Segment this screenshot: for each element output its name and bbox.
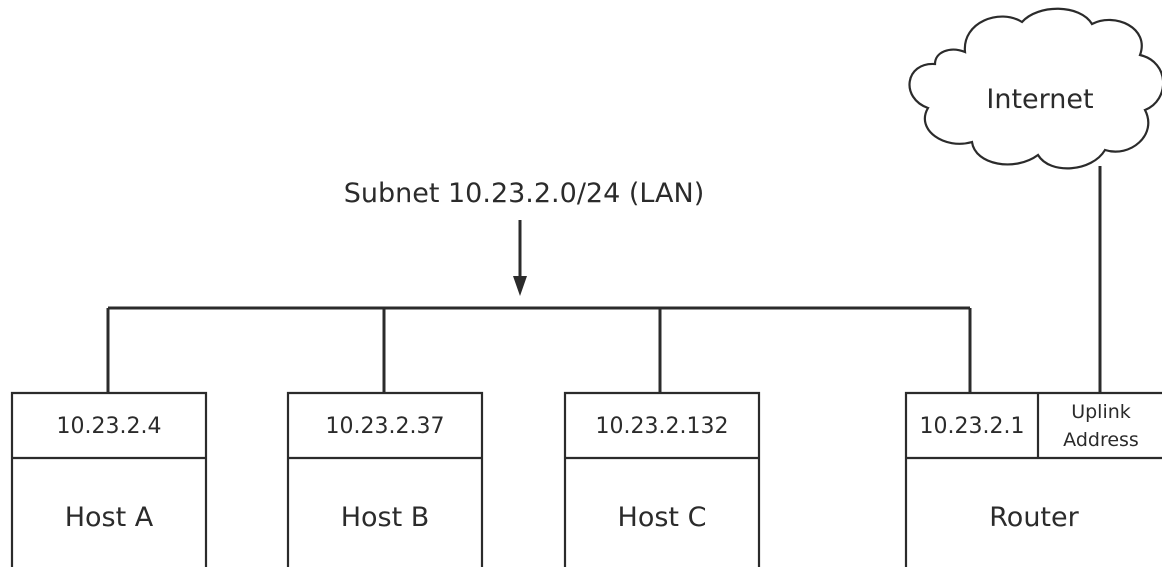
router-box: 10.23.2.1 Uplink Address Router <box>904 391 1162 567</box>
host-a-name: Host A <box>65 502 154 533</box>
host-a-address: 10.23.2.4 <box>57 414 162 439</box>
router-name: Router <box>989 502 1079 533</box>
router-uplink-label-line1: Uplink <box>1071 401 1131 423</box>
subnet-label: Subnet 10.23.2.0/24 (LAN) <box>344 178 705 209</box>
host-c-box: 10.23.2.132 Host C <box>563 391 761 567</box>
host-c-address: 10.23.2.132 <box>596 414 729 439</box>
host-b-address: 10.23.2.37 <box>326 414 445 439</box>
router-lan-address: 10.23.2.1 <box>920 414 1025 439</box>
host-b-box: 10.23.2.37 Host B <box>286 391 484 567</box>
host-a-box: 10.23.2.4 Host A <box>10 391 208 567</box>
host-b-name: Host B <box>341 502 430 533</box>
internet-label: Internet <box>986 84 1093 115</box>
internet-cloud <box>908 7 1162 170</box>
router-uplink-label-line2: Address <box>1063 429 1139 451</box>
subnet-arrowhead <box>513 276 527 296</box>
host-c-name: Host C <box>618 502 707 533</box>
